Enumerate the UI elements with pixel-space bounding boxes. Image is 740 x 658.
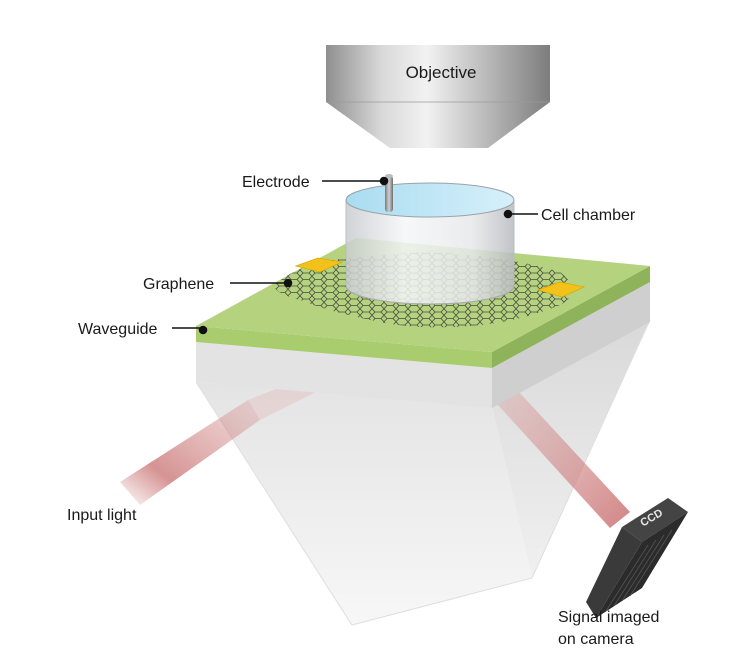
objective-label: Objective (406, 63, 477, 82)
signal-light-beam (488, 378, 630, 528)
input-light-label: Input light (67, 507, 137, 524)
ccd-camera: CCD (586, 498, 688, 618)
electrode-rod (385, 174, 393, 212)
leader-lines (172, 176, 538, 335)
signal-label-line1: Signal imaged (558, 609, 659, 626)
cell-chamber (345, 182, 515, 305)
graphene-label: Graphene (143, 276, 214, 293)
cell-chamber-label: Cell chamber (541, 207, 636, 224)
objective-lens (326, 45, 550, 148)
electrode-pads (294, 257, 586, 298)
waveguide-label: Waveguide (78, 321, 158, 338)
electrode-label: Electrode (242, 174, 310, 191)
signal-label-line2: on camera (558, 631, 634, 648)
